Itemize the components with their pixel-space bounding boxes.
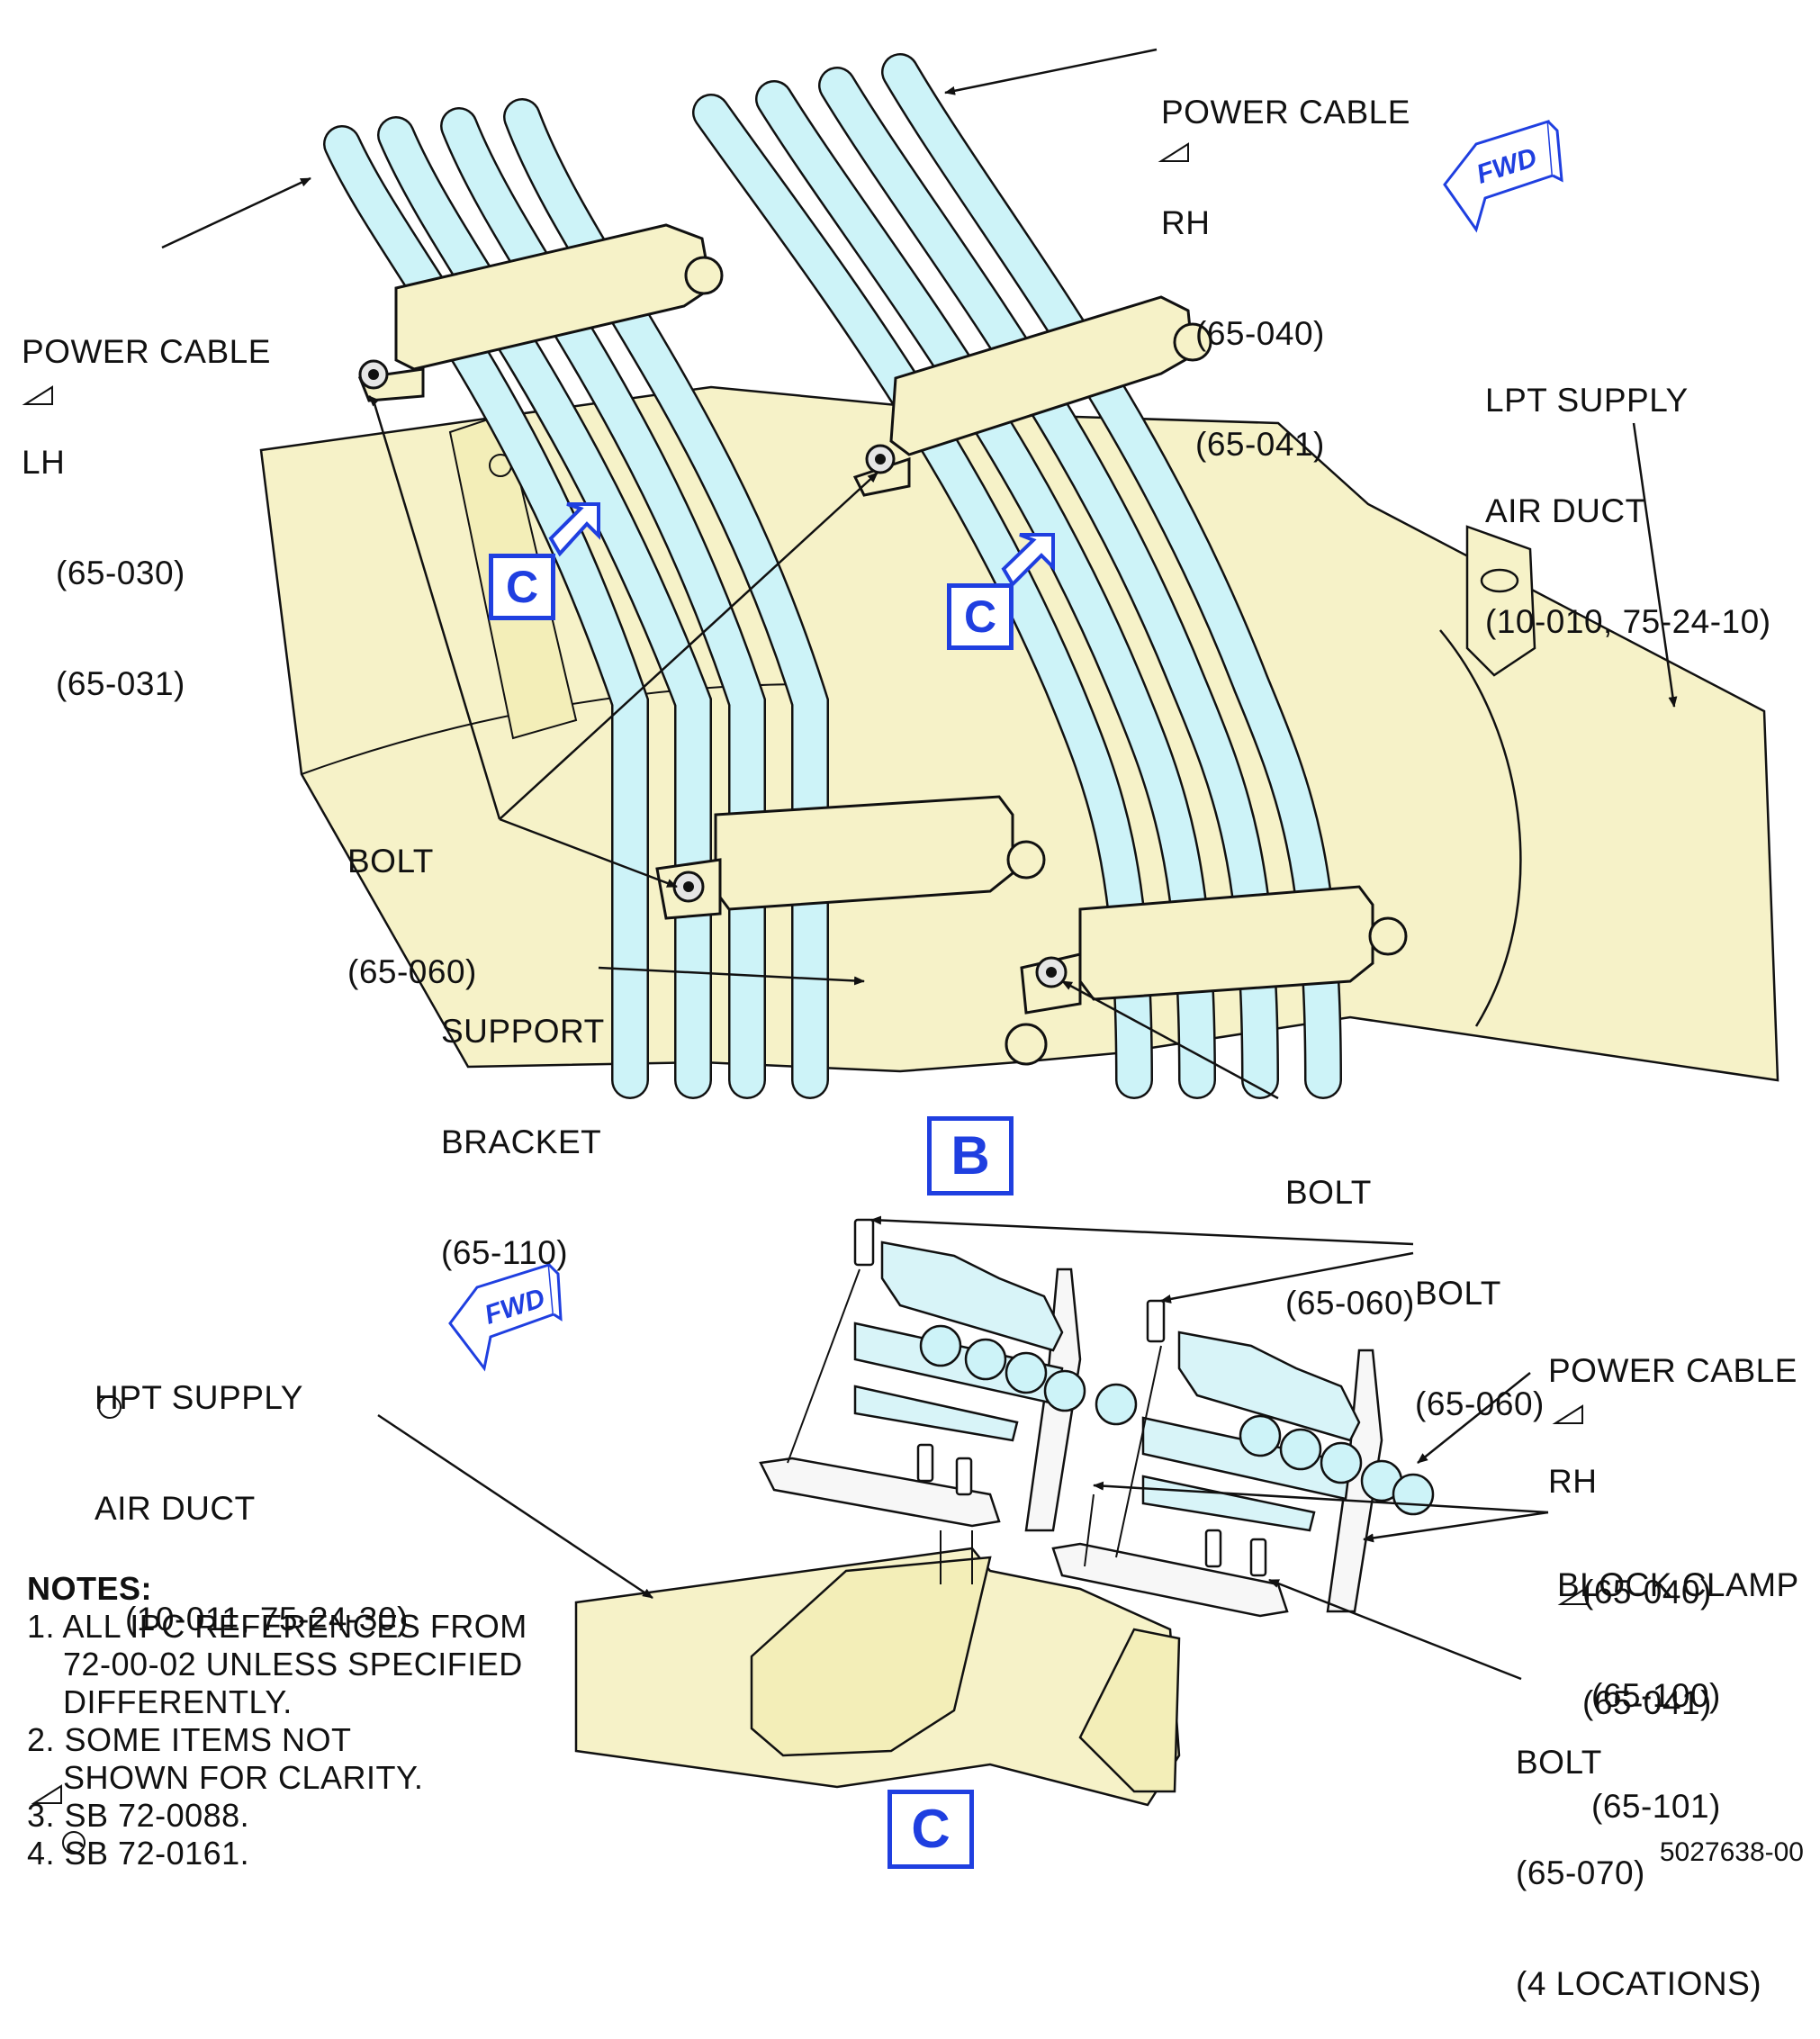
support-bracket-label: SUPPORT BRACKET (65-110) (441, 1013, 605, 1271)
hpt-supply-air-duct-label: HPT SUPPLY AIR DUCT (10-011, 75-24-30) (95, 1379, 409, 1638)
note-4: 4. SB 72-0161. (27, 1835, 250, 1872)
sb-72-0088-symbol (1557, 1585, 1589, 1605)
power-cable-rh-label-c: POWER CABLE RH (65-040) (65-041) (1548, 1352, 1797, 1721)
view-b-leader-lines (161, 48, 1678, 1100)
fwd-arrow-icon-view-c (448, 1263, 563, 1372)
upper-left-clamp (357, 223, 724, 402)
note-2: 2. SOME ITEMS NOT (27, 1721, 352, 1758)
sb-72-0088-symbol (1552, 1404, 1583, 1424)
block-clamp-label: BLOCK CLAMP (65-100) (65-101) (1557, 1566, 1799, 1825)
bolt-65-060-left-upper (358, 359, 389, 390)
view-c-callout-right[interactable]: C (947, 583, 1014, 650)
bolt-label-top-c: BOLT (65-060) (1415, 1275, 1545, 1422)
bolt-65-060-left-lower (672, 871, 705, 903)
view-c-leader-lines (377, 1215, 1549, 1681)
note-1: 1. ALL IPC REFERENCES FROM (27, 1608, 527, 1645)
bolt-65-060-right-upper (865, 444, 896, 474)
power-cable-lh-label: POWER CABLE LH (65-030) (65-031) (22, 333, 271, 702)
drawing-number: 5027638-00 (1659, 1837, 1804, 1867)
note-3: 3. SB 72-0088. (27, 1797, 250, 1834)
notes-block: NOTES: 1. ALL IPC REFERENCES FROM 72-00-… (27, 1570, 527, 1872)
view-c-callout-left[interactable]: C (489, 554, 555, 620)
view-c-label: C (887, 1790, 974, 1869)
fwd-arrow-icon-view-b (1443, 120, 1563, 233)
power-cable-lh-bundle (323, 98, 829, 1099)
duct-mount-tab (1465, 525, 1536, 677)
lower-left-clamp (655, 795, 1048, 1066)
sb-72-0088-symbol (31, 1784, 62, 1804)
bolt-label-right-b: BOLT (65-060) (1285, 1174, 1415, 1322)
exploded-bolts (853, 1218, 1267, 1577)
bolt-65-060-right-lower (1035, 956, 1068, 988)
exploded-bracket-right (1051, 1331, 1383, 1618)
notes-heading: NOTES: (27, 1570, 153, 1607)
hpt-supply-air-duct (574, 1547, 1181, 1807)
view-c-pointer-arrow-right (1001, 533, 1055, 588)
bolt-label-left-b: BOLT (65-060) (347, 843, 477, 990)
power-cable-rh-label-b: POWER CABLE RH (65-040) (65-041) (1161, 94, 1410, 463)
power-cable-rh-bundle (692, 53, 1342, 1099)
view-b-label: B (927, 1116, 1014, 1195)
view-c-pointer-arrow-left (548, 502, 600, 557)
exploded-cables-left (919, 1324, 1138, 1426)
upper-right-clamp (852, 295, 1212, 497)
sb-72-0161-symbol (98, 1395, 122, 1419)
sb-72-0161-symbol (62, 1831, 86, 1854)
view-c-assembly-lines (787, 1268, 1162, 1584)
lpt-supply-air-duct-label: LPT SUPPLY AIR DUCT (10-010, 75-24-10) (1485, 382, 1771, 640)
illustration (22, 48, 1779, 1854)
sb-72-0088-symbol (1158, 142, 1189, 162)
lower-right-clamp (1020, 885, 1408, 1015)
sb-symbols (22, 142, 1589, 1854)
sb-72-0088-symbol (22, 385, 53, 405)
